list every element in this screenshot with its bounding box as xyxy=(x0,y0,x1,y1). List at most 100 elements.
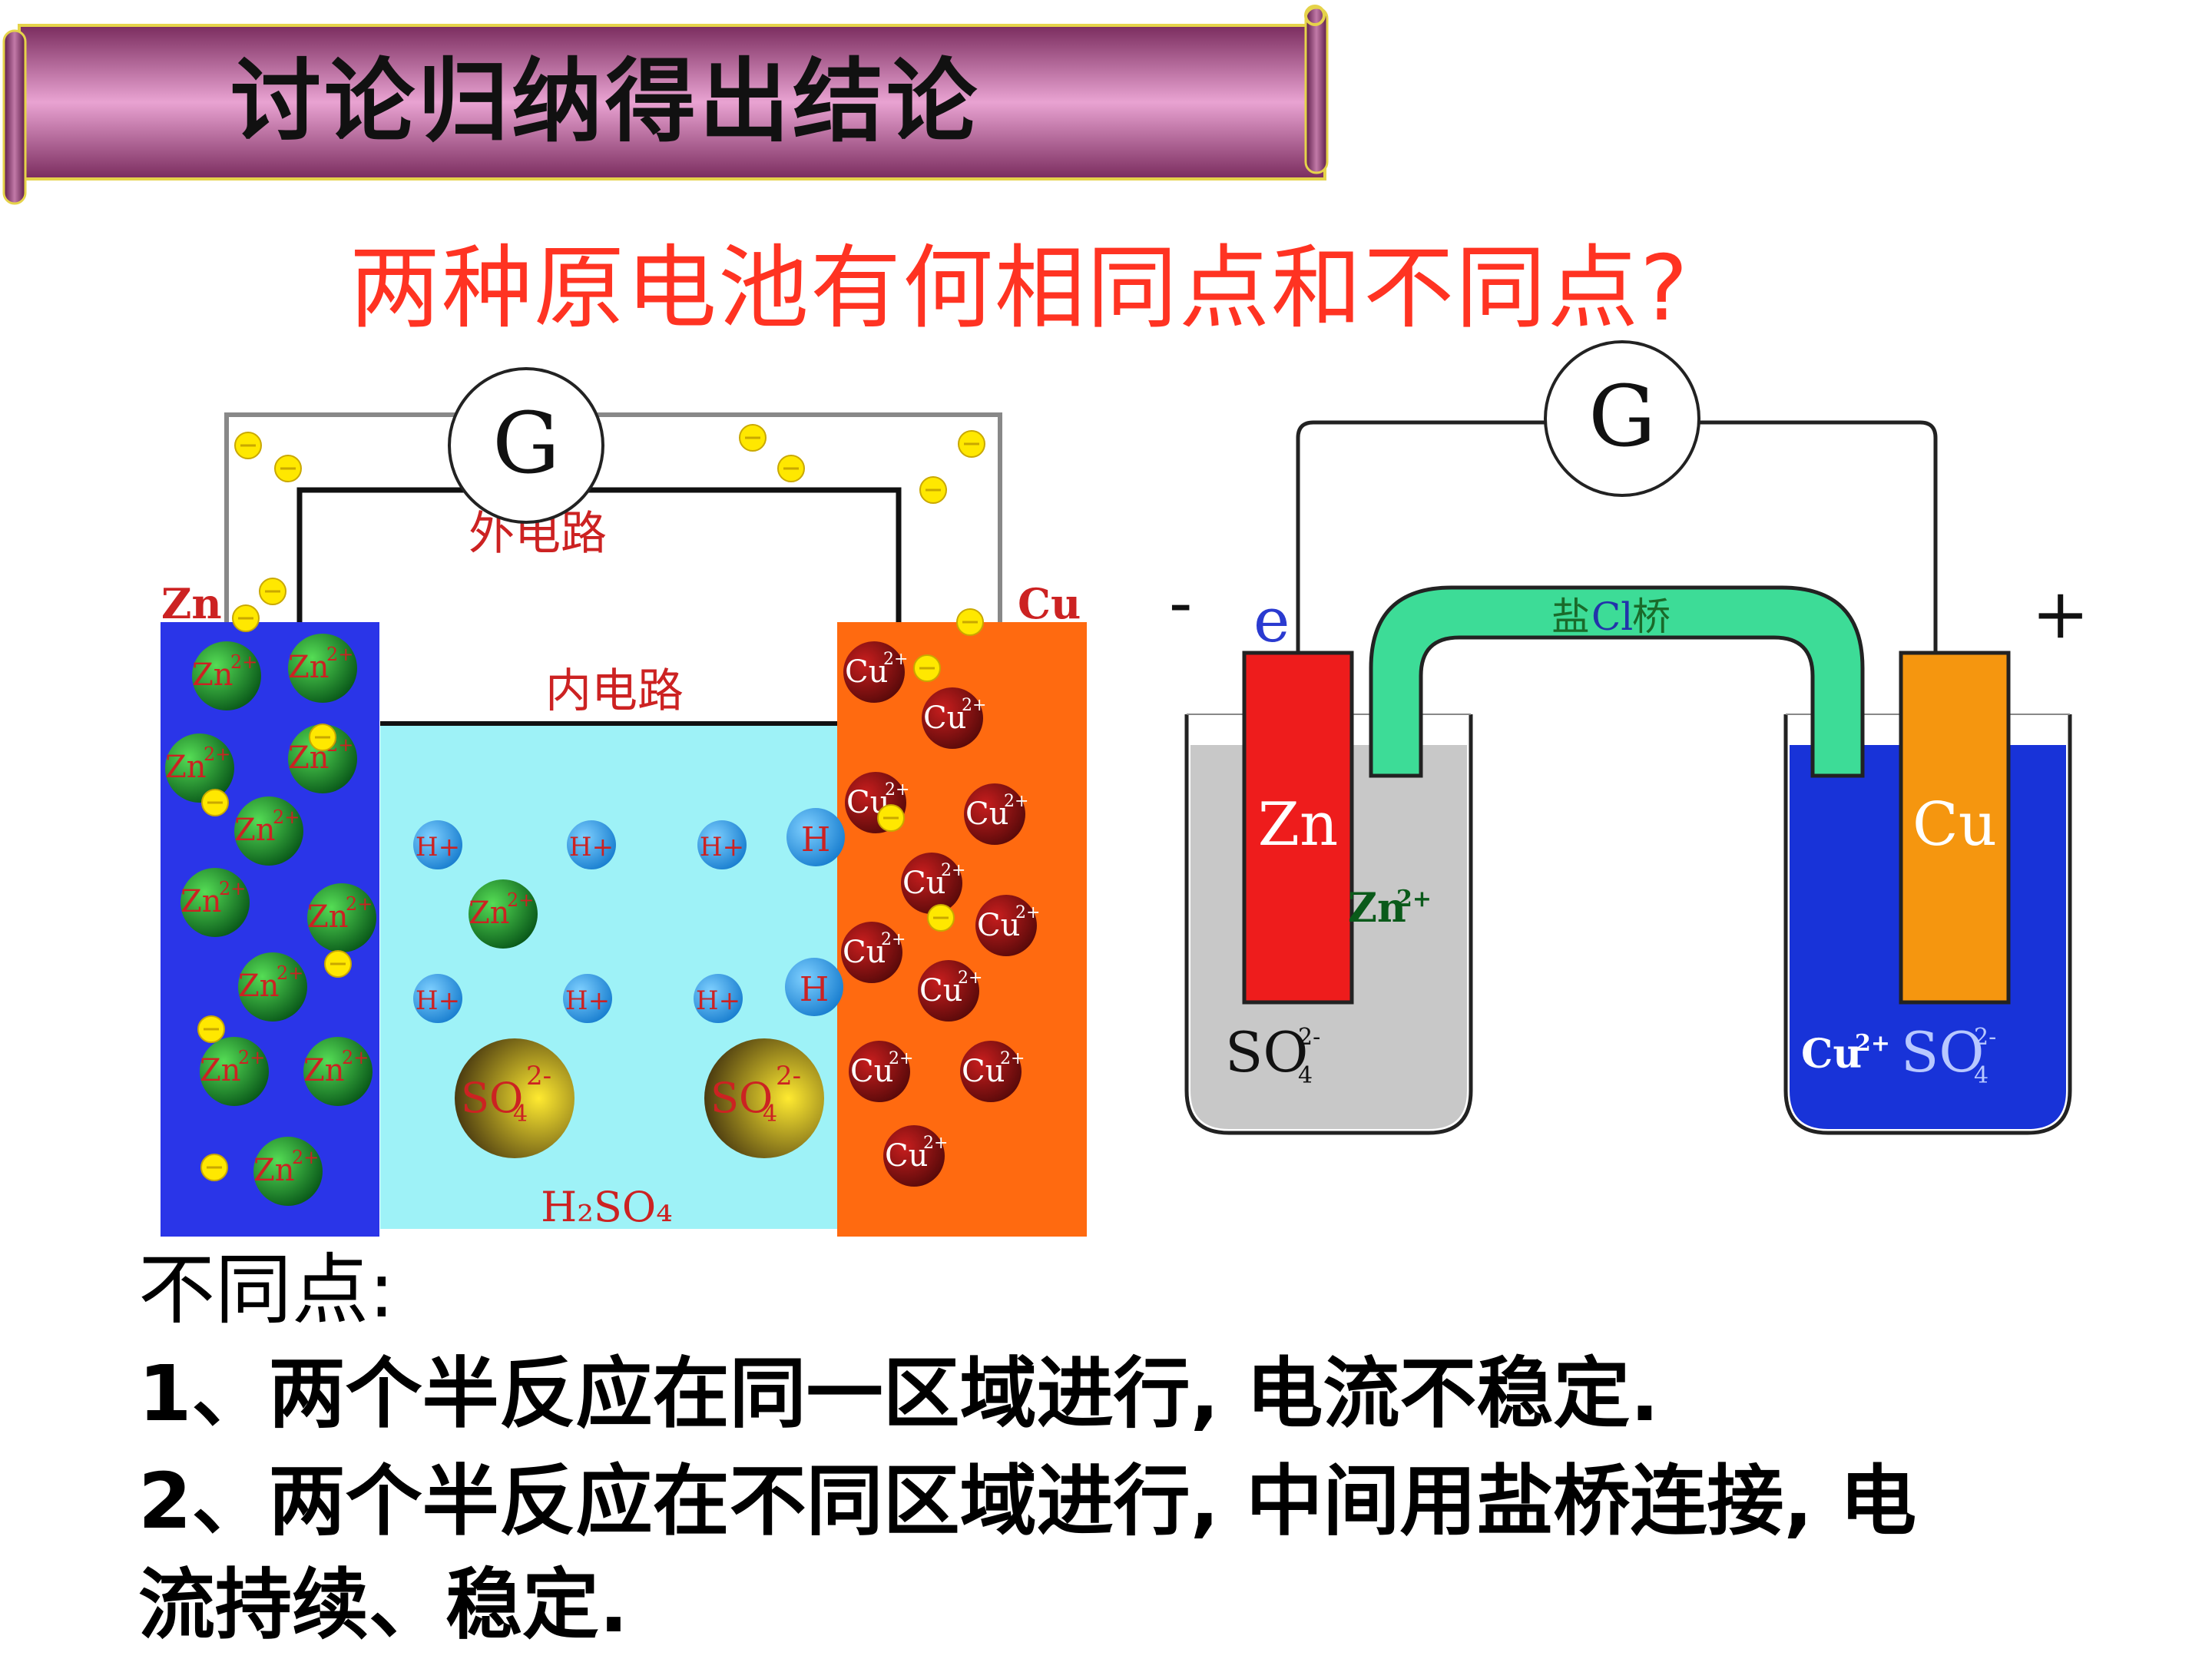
h-ion-label: H xyxy=(800,970,829,1009)
cu-ion-charge: 2+ xyxy=(1000,1049,1025,1068)
cu-ion-label: Cu xyxy=(902,866,945,901)
inner-wire xyxy=(296,487,902,626)
zn-ion-label: Zn xyxy=(469,896,510,931)
zn-ion-in-solution: Zn2+ xyxy=(469,879,538,949)
zn-ion-label: Zn xyxy=(234,813,276,848)
cu-ion-label: Cu xyxy=(885,1138,928,1174)
zn-ion-charge: 2+ xyxy=(1396,886,1432,912)
zn-ion-charge: 2+ xyxy=(273,806,300,828)
negative-terminal: - xyxy=(1169,562,1192,643)
cu-ion-label: Cu xyxy=(923,700,966,736)
zn-ion-label: Zn xyxy=(238,969,280,1004)
cu-ion-charge: 2+ xyxy=(962,696,986,715)
zn-ion: Zn2+ xyxy=(307,883,376,952)
zinc-electrode-label: Zn xyxy=(1258,790,1338,859)
zn-ion: Zn2+ xyxy=(165,733,234,803)
sulfate-superscript: 2- xyxy=(526,1061,551,1091)
cu-ion-label: Cu xyxy=(977,908,1020,943)
cu-ion-charge: 2+ xyxy=(881,930,906,949)
zn-ion: Zn2+ xyxy=(303,1037,373,1106)
internal-circuit-label: 内电路 xyxy=(545,664,684,718)
cu-ion: Cu2+ xyxy=(964,783,1028,845)
copper-electrode-label: Cu xyxy=(1912,790,1997,859)
zn-ion-charge: 2+ xyxy=(204,743,230,765)
sulfate-subscript: 4 xyxy=(763,1101,777,1128)
h-ion-at-cu: H xyxy=(785,958,843,1016)
outer-wire xyxy=(224,412,1002,780)
zn-ion-label: Zn xyxy=(200,1053,241,1088)
zn-ion: Zn2+ xyxy=(288,634,357,703)
cu-ion: Cu2+ xyxy=(849,1041,913,1102)
cu-ion-charge: 2+ xyxy=(958,969,982,988)
sulfate-superscript: 2- xyxy=(776,1061,801,1091)
cu-ion: Cu2+ xyxy=(918,960,982,1022)
h-ion: H+ xyxy=(563,974,612,1023)
right-beaker-wall xyxy=(1783,714,2072,1135)
h-ion-label: H+ xyxy=(416,985,460,1016)
copper-electrode xyxy=(1899,651,2011,1005)
cu-ion: Cu2+ xyxy=(901,853,965,914)
difference-point-2: 2、两个半反应在不同区域进行, 中间用盐桥连接, 电 xyxy=(138,1456,1917,1546)
h-ion-label: H+ xyxy=(569,832,614,863)
h-ion-label: H+ xyxy=(696,985,740,1016)
hydrogen-ions: H+ H+ H+ H H+ H+ H+ H xyxy=(413,808,845,1023)
h-ion-at-cu: H xyxy=(786,808,845,866)
sulfate-sup-left: 2- xyxy=(1298,1024,1320,1051)
cu-ion: Cu2+ xyxy=(960,1041,1025,1102)
copper-ions: Cu2+ Cu2+ Cu2+ Cu2+ Cu2+ Cu2+ Cu2+ Cu2+ … xyxy=(841,641,1040,1187)
salt-bridge-label-b: Cl xyxy=(1591,594,1633,639)
sulfate-sup-right: 2- xyxy=(1974,1024,1996,1051)
zn-ion-charge: 2+ xyxy=(230,651,257,673)
zn-ion-label: Zn xyxy=(192,657,233,693)
zn-ion-label: Zn xyxy=(307,899,349,935)
cu-ion: Cu2+ xyxy=(975,895,1040,956)
question-text: 两种原电池有何相同点和不同点? xyxy=(349,235,1690,341)
zn-ion-label: Zn xyxy=(1348,885,1406,932)
h-ion-label: H+ xyxy=(565,985,610,1016)
zn-ion-charge: 2+ xyxy=(276,962,303,984)
positive-terminal: + xyxy=(2032,574,2089,654)
cu-ion-charge: 2+ xyxy=(885,780,909,800)
cu-ion-charge: 2+ xyxy=(883,650,908,669)
sulfate-label-left: SO xyxy=(1225,1020,1308,1084)
left-beaker-wall xyxy=(1184,714,1473,1135)
sulfate-label: SO xyxy=(710,1074,773,1122)
cu-ion-charge: 2+ xyxy=(1015,903,1040,922)
zn-ion-charge: 2+ xyxy=(326,644,353,665)
zn-ion: Zn2+ xyxy=(200,1037,269,1106)
cu-ion: Cu2+ xyxy=(883,1125,948,1187)
cu-ion-charge: 2+ xyxy=(923,1134,948,1153)
galvanometer-right: G xyxy=(1544,340,1700,497)
h-ion: H+ xyxy=(697,820,747,869)
cu-ion: Cu2+ xyxy=(922,687,986,749)
zn-ion-charge: 2+ xyxy=(238,1047,265,1068)
sulfate-sub-left: 4 xyxy=(1298,1062,1313,1089)
zn-ion-charge: 2+ xyxy=(342,1047,369,1068)
zinc-electrode xyxy=(1242,651,1354,1005)
zn-ion: Zn2+ xyxy=(253,1137,323,1206)
cu-ion-label: Cu xyxy=(850,1054,893,1089)
cu-ion-label: Cu xyxy=(845,654,888,690)
h-ion-label: H+ xyxy=(700,832,744,863)
electron-label: e xyxy=(1253,584,1290,656)
sulfate-subscript: 4 xyxy=(513,1101,528,1128)
sulfate-label-right: SO xyxy=(1901,1020,1984,1084)
solution-label: H₂SO₄ xyxy=(541,1183,673,1231)
single-cell-diagram: 外电路 内电路 Zn Cu H₂SO₄ G Zn2+ Zn2+ Zn2+ Zn2… xyxy=(161,367,1087,1237)
zn-ion-label: Zn xyxy=(303,1053,345,1088)
h-ion-label: H xyxy=(801,820,830,859)
zn-ion-label: Zn xyxy=(288,650,329,685)
slide-title: 讨论归纳得出结论 xyxy=(230,48,981,154)
h-ion: H+ xyxy=(567,820,616,869)
zn-ion: Zn2+ xyxy=(180,868,250,937)
cu-ion: Cu2+ xyxy=(843,641,908,703)
zn-ion-label: Zn xyxy=(180,884,222,919)
difference-point-1: 1、两个半反应在同一区域进行, 电流不稳定. xyxy=(138,1349,1660,1439)
cu-ion-charge: 2+ xyxy=(1855,1030,1890,1057)
cu-ion-label: Cu xyxy=(919,973,962,1008)
cu-ion-charge: 2+ xyxy=(889,1049,913,1068)
zn-ion-charge: 2+ xyxy=(346,893,373,915)
zn-ion-label: Zn xyxy=(165,750,207,785)
title-banner xyxy=(2,5,1329,205)
